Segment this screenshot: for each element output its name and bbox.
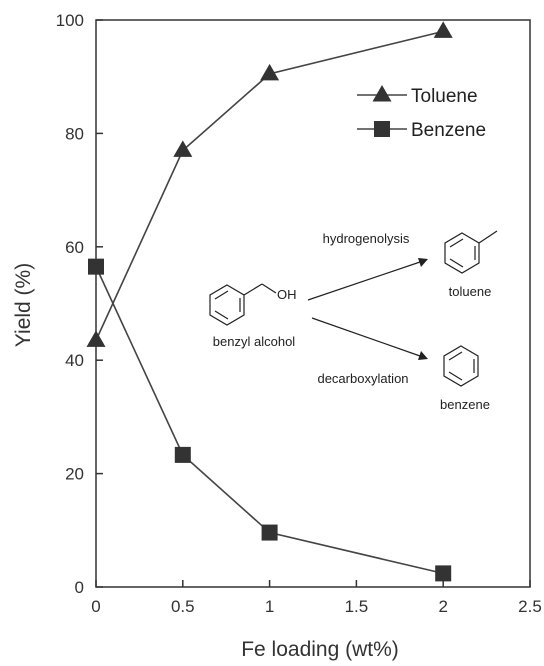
path-bottom-label: decarboxylation xyxy=(317,371,408,386)
y-tick-label: 80 xyxy=(65,124,84,143)
benzene-line xyxy=(95,266,444,575)
x-tick-label: 0 xyxy=(91,597,100,616)
toluene-point xyxy=(433,21,453,38)
x-tick-label: 0.5 xyxy=(171,597,195,616)
benzene-structure xyxy=(443,345,479,387)
toluene-line xyxy=(95,30,444,341)
path-top-label: hydrogenolysis xyxy=(323,231,410,246)
legend-toluene-marker xyxy=(372,85,392,102)
legend-toluene-label: Toluene xyxy=(411,86,478,107)
plot-frame xyxy=(95,19,531,588)
legend-benzene-label: Benzene xyxy=(411,120,486,141)
x-tick-label: 2 xyxy=(438,597,447,616)
x-tick-label: 1.5 xyxy=(345,597,369,616)
benzene-point xyxy=(435,565,452,582)
reaction-scheme: OH benzyl alcohol hydrogenolysis decarbo… xyxy=(209,230,498,412)
toluene-structure xyxy=(444,230,498,274)
y-tick-label: 20 xyxy=(65,465,84,484)
legend-benzene-marker xyxy=(374,121,390,137)
x-tick-label: 1 xyxy=(265,597,274,616)
y-tick-label: 60 xyxy=(65,238,84,257)
arrow-hydrogenolysis xyxy=(307,258,428,301)
reactant-label: benzyl alcohol xyxy=(213,334,295,349)
series-layer xyxy=(86,21,453,582)
hydroxyl-label: OH xyxy=(277,287,297,302)
benzene-point xyxy=(88,258,104,275)
y-tick-label: 40 xyxy=(65,351,84,370)
toluene-point xyxy=(173,140,193,157)
arrow-decarboxylation xyxy=(311,317,428,360)
benzene-point xyxy=(261,524,278,541)
benzyl-alcohol-structure xyxy=(209,283,277,326)
x-tick-label: 2.5 xyxy=(518,597,542,616)
y-axis-label: Yield (%) xyxy=(12,263,35,347)
toluene-point xyxy=(86,330,106,347)
product-top-label: toluene xyxy=(449,284,492,299)
benzene-point xyxy=(174,446,191,463)
x-axis-label: Fe loading (wt%) xyxy=(241,638,399,661)
product-bottom-label: benzene xyxy=(440,397,490,412)
y-tick-label: 0 xyxy=(75,578,84,597)
toluene-point xyxy=(260,63,280,81)
y-tick-label: 100 xyxy=(56,11,84,30)
axes: 0 0.5 1 1.5 2 2.5 0 20 40 60 80 100 xyxy=(56,11,542,616)
